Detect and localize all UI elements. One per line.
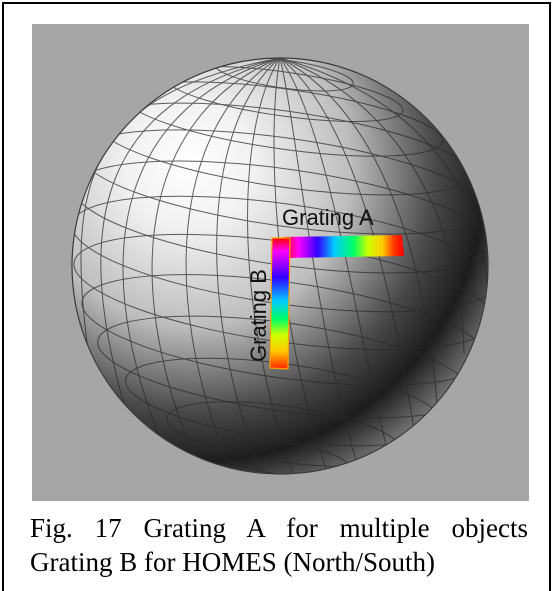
grating-b-strip: [269, 237, 291, 370]
caption-line-1: Fig. 17 Grating A for multiple objects: [30, 513, 528, 543]
sphere-illustration: Grating A Grating B: [71, 57, 489, 475]
sphere-grid: [72, 58, 488, 474]
caption-line-2: Grating B for HOMES (North/South): [30, 547, 435, 577]
grating-a-label: Grating A: [282, 205, 374, 230]
grating-b-label: Grating B: [246, 269, 271, 362]
sphere-figure: Grating A Grating B: [32, 24, 529, 501]
grating-a-strip: [284, 235, 404, 258]
figure-caption: Fig. 17 Grating A for multiple objects G…: [30, 511, 528, 579]
sphere-outline: [71, 57, 489, 475]
